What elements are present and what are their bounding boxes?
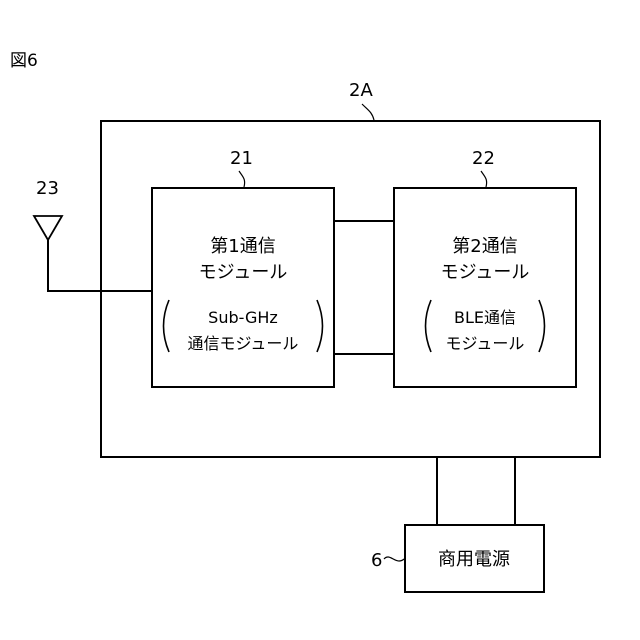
module2-paren-line1: BLE通信 bbox=[454, 308, 516, 327]
module1-paren-line1: Sub-GHz bbox=[208, 308, 278, 327]
module2-leader-line bbox=[481, 171, 487, 187]
module1-open-paren bbox=[164, 300, 170, 352]
module1-paren-line2: 通信モジュール bbox=[188, 334, 299, 353]
power-supply-label: 商用電源 bbox=[438, 549, 510, 570]
device-ref-label: 2A bbox=[349, 80, 373, 101]
device-box bbox=[101, 121, 600, 457]
figure-label: 図6 bbox=[10, 51, 38, 71]
device-leader-line bbox=[362, 104, 374, 120]
antenna-ref-label: 23 bbox=[36, 178, 59, 199]
module1-close-paren bbox=[317, 300, 323, 352]
antenna-icon bbox=[34, 216, 62, 240]
module2-box bbox=[394, 188, 576, 387]
module2-ref-label: 22 bbox=[472, 148, 495, 169]
module1-box bbox=[152, 188, 334, 387]
module2-title-line2: モジュール bbox=[441, 262, 530, 283]
module2-title-line1: 第2通信 bbox=[452, 236, 517, 257]
module2-close-paren bbox=[539, 300, 545, 352]
module2-open-paren bbox=[426, 300, 432, 352]
module2-paren-line2: モジュール bbox=[446, 334, 525, 353]
module1-title-line1: 第1通信 bbox=[210, 236, 275, 257]
module1-ref-label: 21 bbox=[230, 148, 253, 169]
power-ref-label: 6 bbox=[371, 550, 382, 571]
power-leader-line bbox=[384, 557, 404, 561]
module1-title-line2: モジュール bbox=[199, 262, 288, 283]
module1-leader-line bbox=[239, 171, 245, 187]
